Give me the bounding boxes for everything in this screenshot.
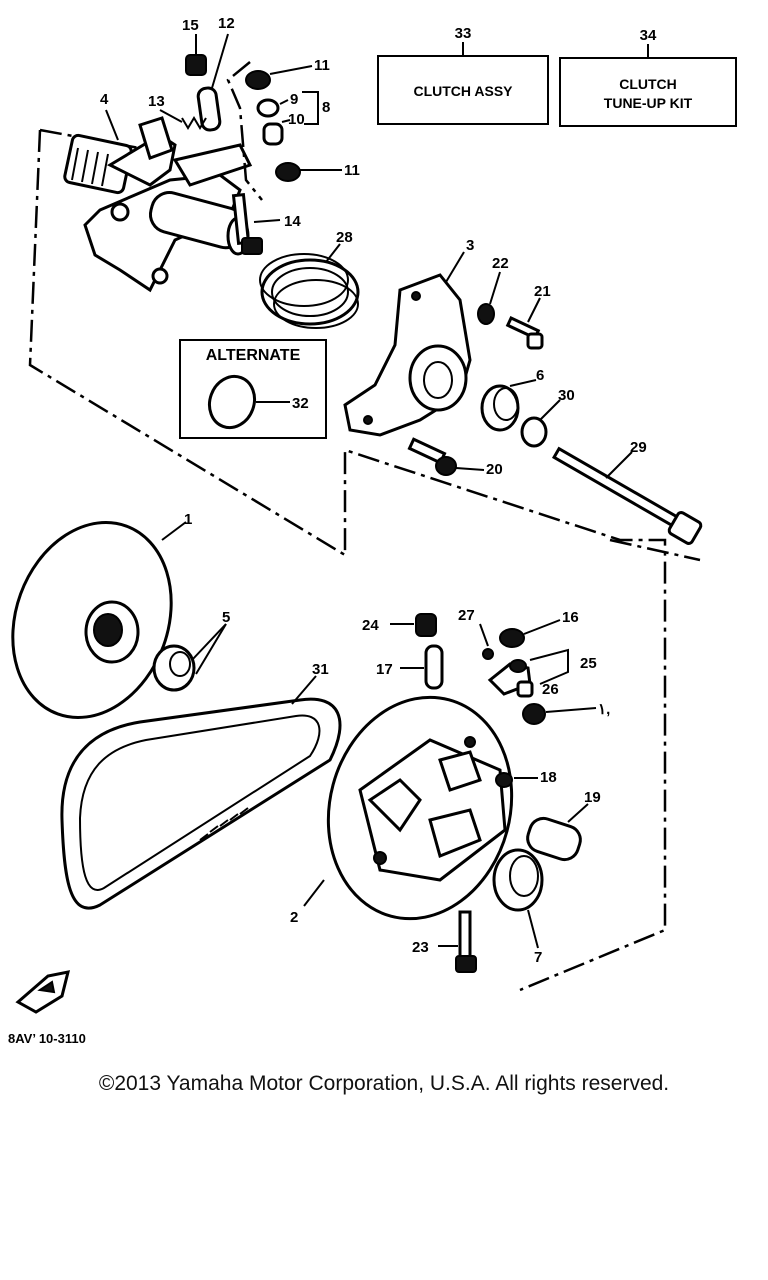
callout-22: 22 [492,255,509,272]
callout-28: 28 [336,229,353,246]
part-11-lower-roller[interactable] [275,162,301,182]
part-20-bolt[interactable] [407,437,457,476]
callout-1: 1 [184,511,192,528]
clutch-parts-diagram: CLUTCH ASSY 33 CLUTCH TUNE-UP KIT 34 ALT… [0,15,737,1046]
callout-11-lower: 11 [344,162,360,179]
callout-21: 21 [534,283,551,300]
part-29-long-bolt[interactable] [551,446,703,545]
part-7-bushing[interactable] [492,848,544,912]
part-26-pin[interactable] [516,680,534,698]
callout-19: 19 [584,789,601,806]
part-16-roller[interactable] [499,628,525,648]
callout-20: 20 [486,461,503,478]
callout-7: 7 [534,949,542,966]
part-13-spring[interactable] [181,116,207,130]
callout-18: 18 [540,769,557,786]
callout-2: 2 [290,909,298,926]
part-24-cap[interactable] [415,613,437,637]
part-11-upper-roller[interactable] [245,70,271,90]
callout-31: 31 [312,661,329,678]
callout-26: 26 [542,681,559,698]
part-27-clip[interactable] [482,648,494,660]
callout-8: 8 [322,99,330,116]
part-3-cover[interactable] [343,273,472,437]
callout-3: 3 [466,237,474,254]
callout-15: 15 [182,17,199,34]
part-17-pin[interactable] [424,644,444,690]
copyright-notice: ©2013 Yamaha Motor Corporation, U.S.A. A… [98,1072,670,1095]
part-14-bolt[interactable] [231,192,263,255]
callout-34: 34 [640,27,657,44]
callout-11-upper: 11 [314,57,330,74]
part-21-screw[interactable] [505,316,544,350]
alternate-label: ALTERNATE [206,347,301,364]
part-2-primary-body[interactable] [304,677,536,940]
callout-30: 30 [558,387,575,404]
part-5-bushing[interactable] [152,644,196,692]
callout-6: 6 [536,367,544,384]
callout-25: 25 [580,655,597,672]
clutch-assy-box[interactable]: CLUTCH ASSY [377,55,549,125]
part-small-roller[interactable] [522,703,546,725]
part-6-bushing[interactable] [480,384,520,432]
part-30-washer[interactable] [520,416,548,448]
part-1-movable-sheave[interactable] [0,500,198,740]
callout-16: 16 [562,609,579,626]
callout-32: 32 [292,395,309,412]
callout-12: 12 [218,15,235,32]
clutch-tuneup-kit-box[interactable]: CLUTCH TUNE-UP KIT [559,57,737,127]
callout-4: 4 [100,91,109,108]
callout-33: 33 [455,25,472,42]
callout-13: 13 [148,93,165,110]
part-19-sleeve[interactable] [524,815,584,863]
part-12-pin[interactable] [196,86,222,132]
callout-9: 9 [290,91,298,108]
callout-17: 17 [376,661,393,678]
callout-23: 23 [412,939,429,956]
alternate-box[interactable]: ALTERNATE 32 [179,339,327,439]
part-4-fixed-sheave-body[interactable] [63,116,253,293]
callout-24: 24 [362,617,379,634]
tuneup-kit-label-line1: CLUTCH [619,76,677,92]
callout-27: 27 [458,607,475,624]
tuneup-kit-label-line2: TUNE-UP KIT [604,95,693,111]
part-23-bolt[interactable] [455,910,477,973]
callout-5: 5 [222,609,230,626]
part-31-drive-belt[interactable] [60,697,342,910]
clutch-assy-label: CLUTCH ASSY [413,83,513,99]
part-15-cap[interactable] [185,54,207,76]
part-22-nut[interactable] [477,303,495,325]
front-direction-arrow-icon [15,970,71,1014]
part-18-nut[interactable] [495,772,513,788]
callout-29: 29 [630,439,647,456]
callout-partial: ١, [598,701,610,718]
part-28-spring[interactable] [259,253,360,329]
part-10-bushing[interactable] [262,122,284,146]
part-9-roller[interactable] [256,98,280,118]
callout-14: 14 [284,213,301,230]
callout-10: 10 [288,111,305,128]
figure-code: 8AV’ 10-3110 [8,1031,86,1046]
